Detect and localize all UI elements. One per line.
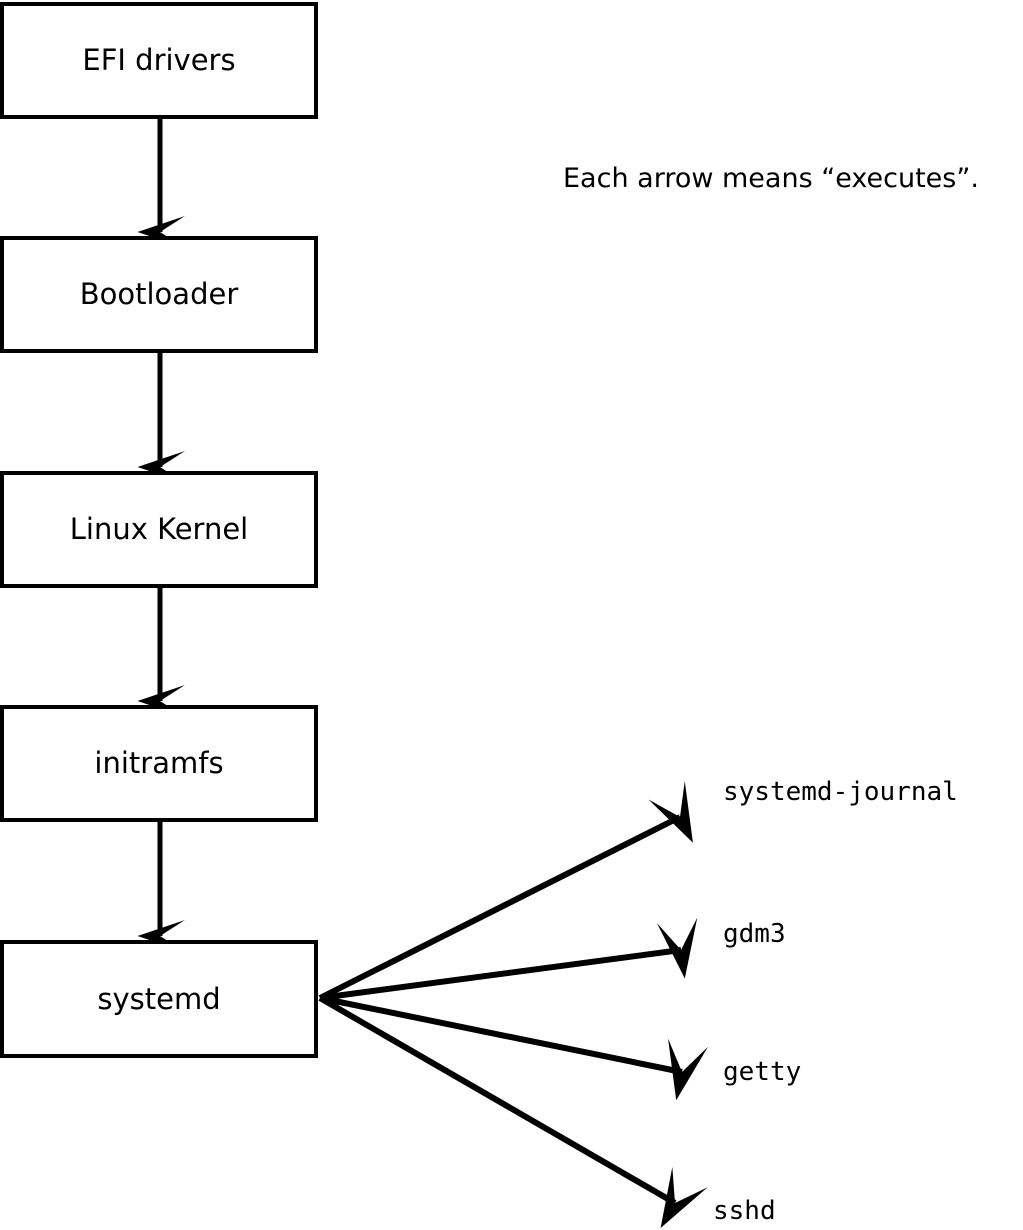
stage-label-linux-kernel: Linux Kernel (69, 512, 249, 546)
arrow-systemd-to-systemd-journal (318, 781, 693, 1001)
legend-note: Each arrow means “executes”. (563, 163, 979, 194)
arrow-systemd-to-sshd (318, 995, 708, 1228)
stage-label-initramfs: initramfs (94, 746, 224, 780)
arrow-systemd-to-getty (319, 995, 708, 1101)
stage-label-bootloader: Bootloader (79, 277, 239, 311)
stage-label-systemd: systemd (97, 981, 221, 1016)
stage-box-linux-kernel[interactable]: Linux Kernel (0, 471, 318, 588)
arrow-systemd-to-gdm3 (319, 917, 698, 1001)
stage-label-efi-drivers: EFI drivers (82, 43, 236, 77)
stage-box-systemd[interactable]: systemd (0, 940, 318, 1058)
service-label-systemd-journal: systemd-journal (723, 777, 958, 807)
fanout-arrows (318, 781, 708, 1228)
stage-box-efi-drivers[interactable]: EFI drivers (0, 2, 318, 119)
service-label-getty: getty (723, 1057, 802, 1087)
service-label-gdm3: gdm3 (723, 919, 786, 949)
service-label-sshd: sshd (713, 1196, 776, 1226)
stage-box-initramfs[interactable]: initramfs (0, 705, 318, 822)
stage-box-bootloader[interactable]: Bootloader (0, 236, 318, 353)
